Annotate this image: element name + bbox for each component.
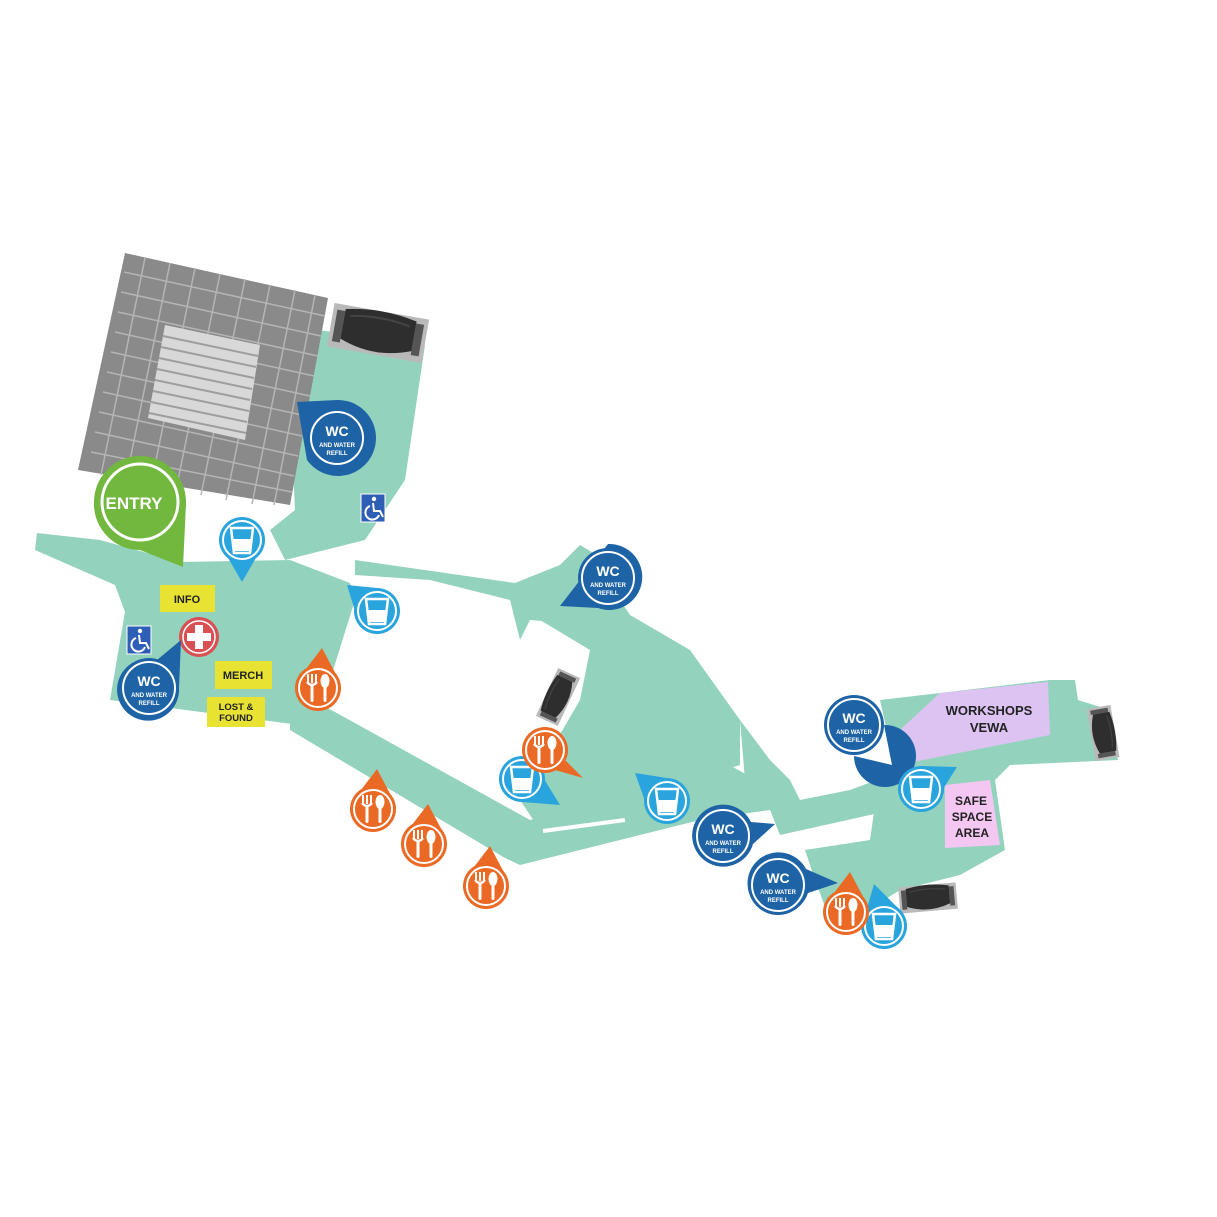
wc-subtitle: AND WATER: [319, 443, 356, 449]
fork-spoon-icon[interactable]: [295, 648, 341, 711]
entry-marker[interactable]: ENTRY: [94, 456, 186, 567]
wc-subtitle: REFILL: [139, 701, 160, 707]
wc-title: WC: [596, 563, 619, 579]
wc-pin[interactable]: WC AND WATER REFILL: [824, 695, 916, 787]
wc-pin[interactable]: WC AND WATER REFILL: [117, 640, 181, 721]
wc-subtitle: REFILL: [768, 898, 789, 904]
safe-space-label-line1: SAFE: [955, 794, 987, 808]
fork-spoon-icon[interactable]: [463, 846, 509, 909]
wc-subtitle: AND WATER: [590, 583, 627, 589]
safe-space-label-line2: SPACE: [952, 810, 992, 824]
wc-subtitle: REFILL: [713, 849, 734, 855]
wc-title: WC: [711, 821, 734, 837]
wc-pin[interactable]: WC AND WATER REFILL: [692, 804, 775, 867]
wc-title: WC: [325, 423, 348, 439]
lost-and-found-point[interactable]: LOST & FOUND: [207, 697, 265, 727]
wheelchair-icon[interactable]: [126, 625, 152, 655]
wc-subtitle: AND WATER: [131, 693, 168, 699]
fork-spoon-icon[interactable]: [522, 727, 583, 778]
entry-label: ENTRY: [106, 494, 164, 513]
stage-icon[interactable]: [897, 881, 959, 915]
grandstand-steps: [148, 325, 260, 440]
wc-pin[interactable]: WC AND WATER REFILL: [747, 852, 838, 915]
water-glass-icon[interactable]: [898, 766, 957, 812]
fork-spoon-icon[interactable]: [350, 769, 396, 832]
water-glass-icon[interactable]: [347, 585, 400, 634]
water-glass-icon[interactable]: [219, 517, 265, 582]
workshops-area[interactable]: [898, 682, 1050, 765]
red-cross-icon[interactable]: [179, 617, 219, 657]
lost-found-label-line1: LOST &: [219, 702, 254, 713]
workshops-sublabel: VEWA: [970, 720, 1009, 735]
merch-point[interactable]: MERCH: [215, 661, 272, 689]
wc-subtitle: REFILL: [844, 738, 865, 744]
lost-found-label-line2: FOUND: [219, 713, 253, 724]
fork-spoon-icon[interactable]: [823, 872, 869, 935]
workshops-label: WORKSHOPS: [946, 703, 1033, 718]
wc-pin[interactable]: WC AND WATER REFILL: [297, 399, 376, 476]
wc-subtitle: REFILL: [327, 451, 348, 457]
wc-pin[interactable]: WC AND WATER REFILL: [560, 543, 643, 610]
safe-space-area[interactable]: [945, 780, 1000, 848]
water-glass-icon[interactable]: [635, 773, 690, 824]
merch-label: MERCH: [223, 670, 263, 682]
wc-subtitle: REFILL: [598, 591, 619, 597]
wc-title: WC: [842, 710, 865, 726]
grandstand: [78, 253, 328, 506]
wheelchair-icon[interactable]: [360, 493, 386, 523]
wc-subtitle: AND WATER: [760, 890, 797, 896]
info-label: INFO: [174, 594, 201, 606]
wc-subtitle: AND WATER: [836, 730, 873, 736]
water-glass-icon[interactable]: [861, 884, 907, 949]
wc-subtitle: AND WATER: [705, 841, 742, 847]
fork-spoon-icon[interactable]: [401, 804, 447, 867]
safe-space-label-line3: AREA: [955, 826, 989, 840]
wc-title: WC: [766, 870, 789, 886]
info-point[interactable]: INFO: [160, 585, 215, 612]
wc-title: WC: [137, 673, 160, 689]
walkway-divider: [542, 818, 626, 833]
